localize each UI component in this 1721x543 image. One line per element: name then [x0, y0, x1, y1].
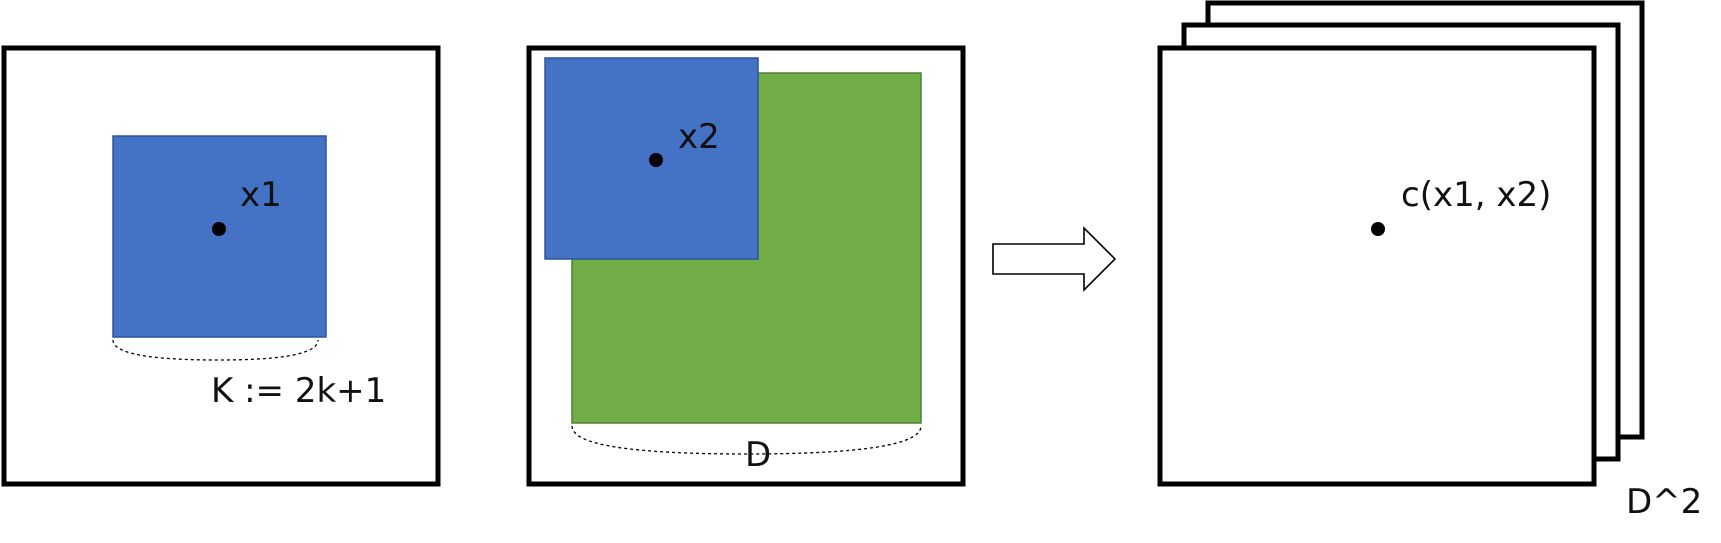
- label-d: D: [745, 435, 771, 475]
- label-x2: x2: [678, 117, 720, 157]
- point-x2: [649, 153, 663, 167]
- arrow-right-icon: [992, 226, 1117, 292]
- point-x1: [212, 222, 226, 236]
- output-map-front: [1157, 45, 1597, 487]
- patch-x1: [112, 135, 327, 338]
- panel-correlation-output: c(x1, x2) D^2: [1157, 0, 1702, 522]
- brace-d: [571, 425, 922, 455]
- label-c: c(x1, x2): [1401, 175, 1551, 215]
- point-c: [1371, 222, 1385, 236]
- label-d-squared: D^2: [1626, 482, 1702, 522]
- panel-feature-map-1: x1 K := 2k+1: [1, 45, 441, 487]
- label-x1: x1: [240, 175, 282, 215]
- panel-feature-map-2: x2 D: [526, 45, 966, 487]
- label-k: K := 2k+1: [211, 371, 386, 411]
